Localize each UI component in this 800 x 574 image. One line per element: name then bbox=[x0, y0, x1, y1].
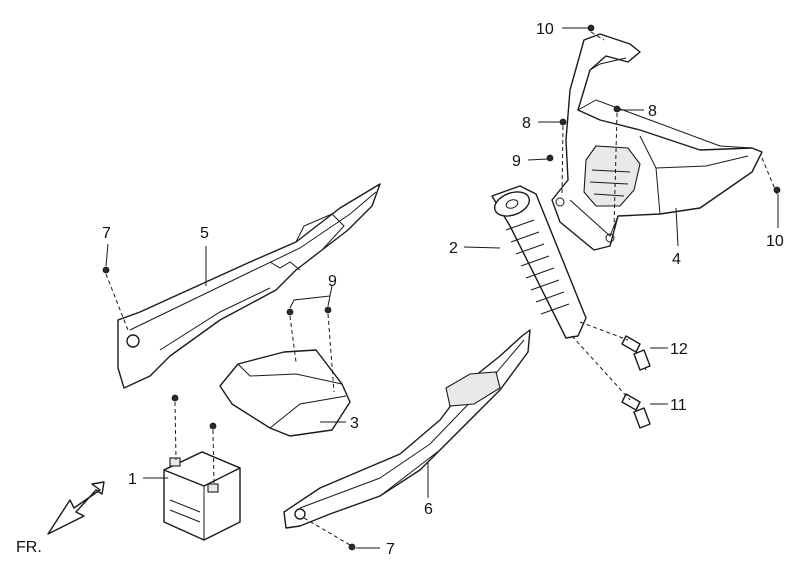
callout-right-side-cover: 6 bbox=[424, 501, 433, 518]
right-side-cover bbox=[283, 329, 531, 529]
callout-bolt-lower: 11 bbox=[670, 397, 687, 414]
callout-screws-center-panel: 9 bbox=[328, 273, 337, 290]
callout-battery: 1 bbox=[128, 471, 137, 488]
callout-left-side-cover: 5 bbox=[200, 225, 209, 242]
callout-numbers: 1 2 3 4 5 6 7 7 8 8 9 9 10 10 11 12 bbox=[102, 21, 784, 558]
front-lower-cover bbox=[551, 33, 763, 251]
callout-screw-front-cover-left: 8 bbox=[522, 115, 531, 132]
fasteners bbox=[102, 24, 781, 551]
callout-screw-left-cover: 7 bbox=[102, 225, 111, 242]
callout-screw-front-cover-side: 10 bbox=[766, 233, 784, 250]
front-direction-arrow: FR. bbox=[16, 481, 105, 556]
assembly-lines bbox=[105, 31, 778, 546]
callout-rear-shock-boot: 2 bbox=[449, 240, 458, 257]
callout-screw-front-cover-top: 10 bbox=[536, 21, 554, 38]
battery bbox=[163, 451, 241, 541]
leader-lines bbox=[105, 27, 779, 549]
callout-screw-front-cover-right: 8 bbox=[648, 103, 657, 120]
left-side-cover bbox=[117, 183, 381, 389]
callout-screw-right-cover: 7 bbox=[386, 541, 395, 558]
lower-center-panel bbox=[219, 349, 351, 437]
rear-shock-boot bbox=[491, 185, 587, 339]
callout-lower-center-panel: 3 bbox=[350, 415, 359, 432]
callout-screw-front-cover-small: 9 bbox=[512, 153, 521, 170]
callout-bolt-upper: 12 bbox=[670, 341, 688, 358]
front-direction-label: FR. bbox=[16, 539, 42, 556]
callout-front-lower-cover: 4 bbox=[672, 251, 681, 268]
